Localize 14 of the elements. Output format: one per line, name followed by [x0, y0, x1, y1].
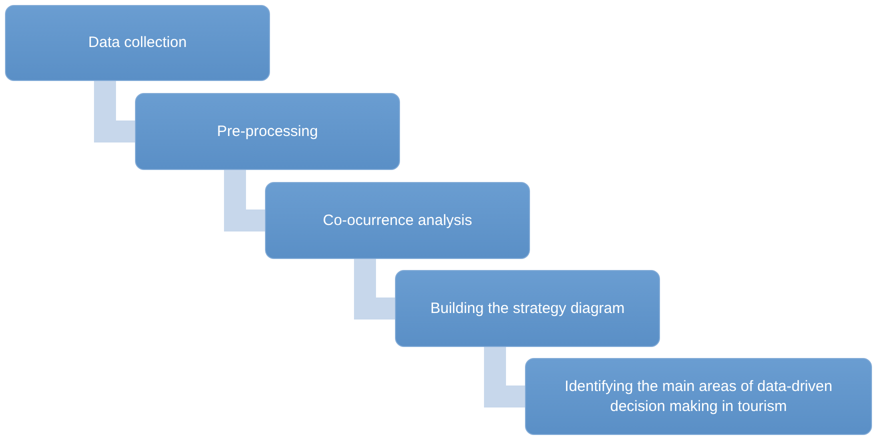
process-box [395, 270, 660, 347]
process-box [5, 5, 270, 81]
process-box [265, 182, 530, 259]
connector [94, 81, 135, 142]
box-label: Co-ocurrence analysis [322, 210, 472, 230]
connector [484, 347, 525, 408]
box-label: Data collection [88, 33, 187, 53]
process-box [525, 358, 872, 435]
box-label: Identifying the main areas of data-driven decision making in tourism [564, 377, 834, 416]
process-box [135, 93, 400, 170]
connector [224, 170, 265, 232]
connector [354, 259, 395, 320]
box-label: Building the strategy diagram [430, 298, 625, 318]
box-label: Pre-processing [217, 122, 318, 142]
